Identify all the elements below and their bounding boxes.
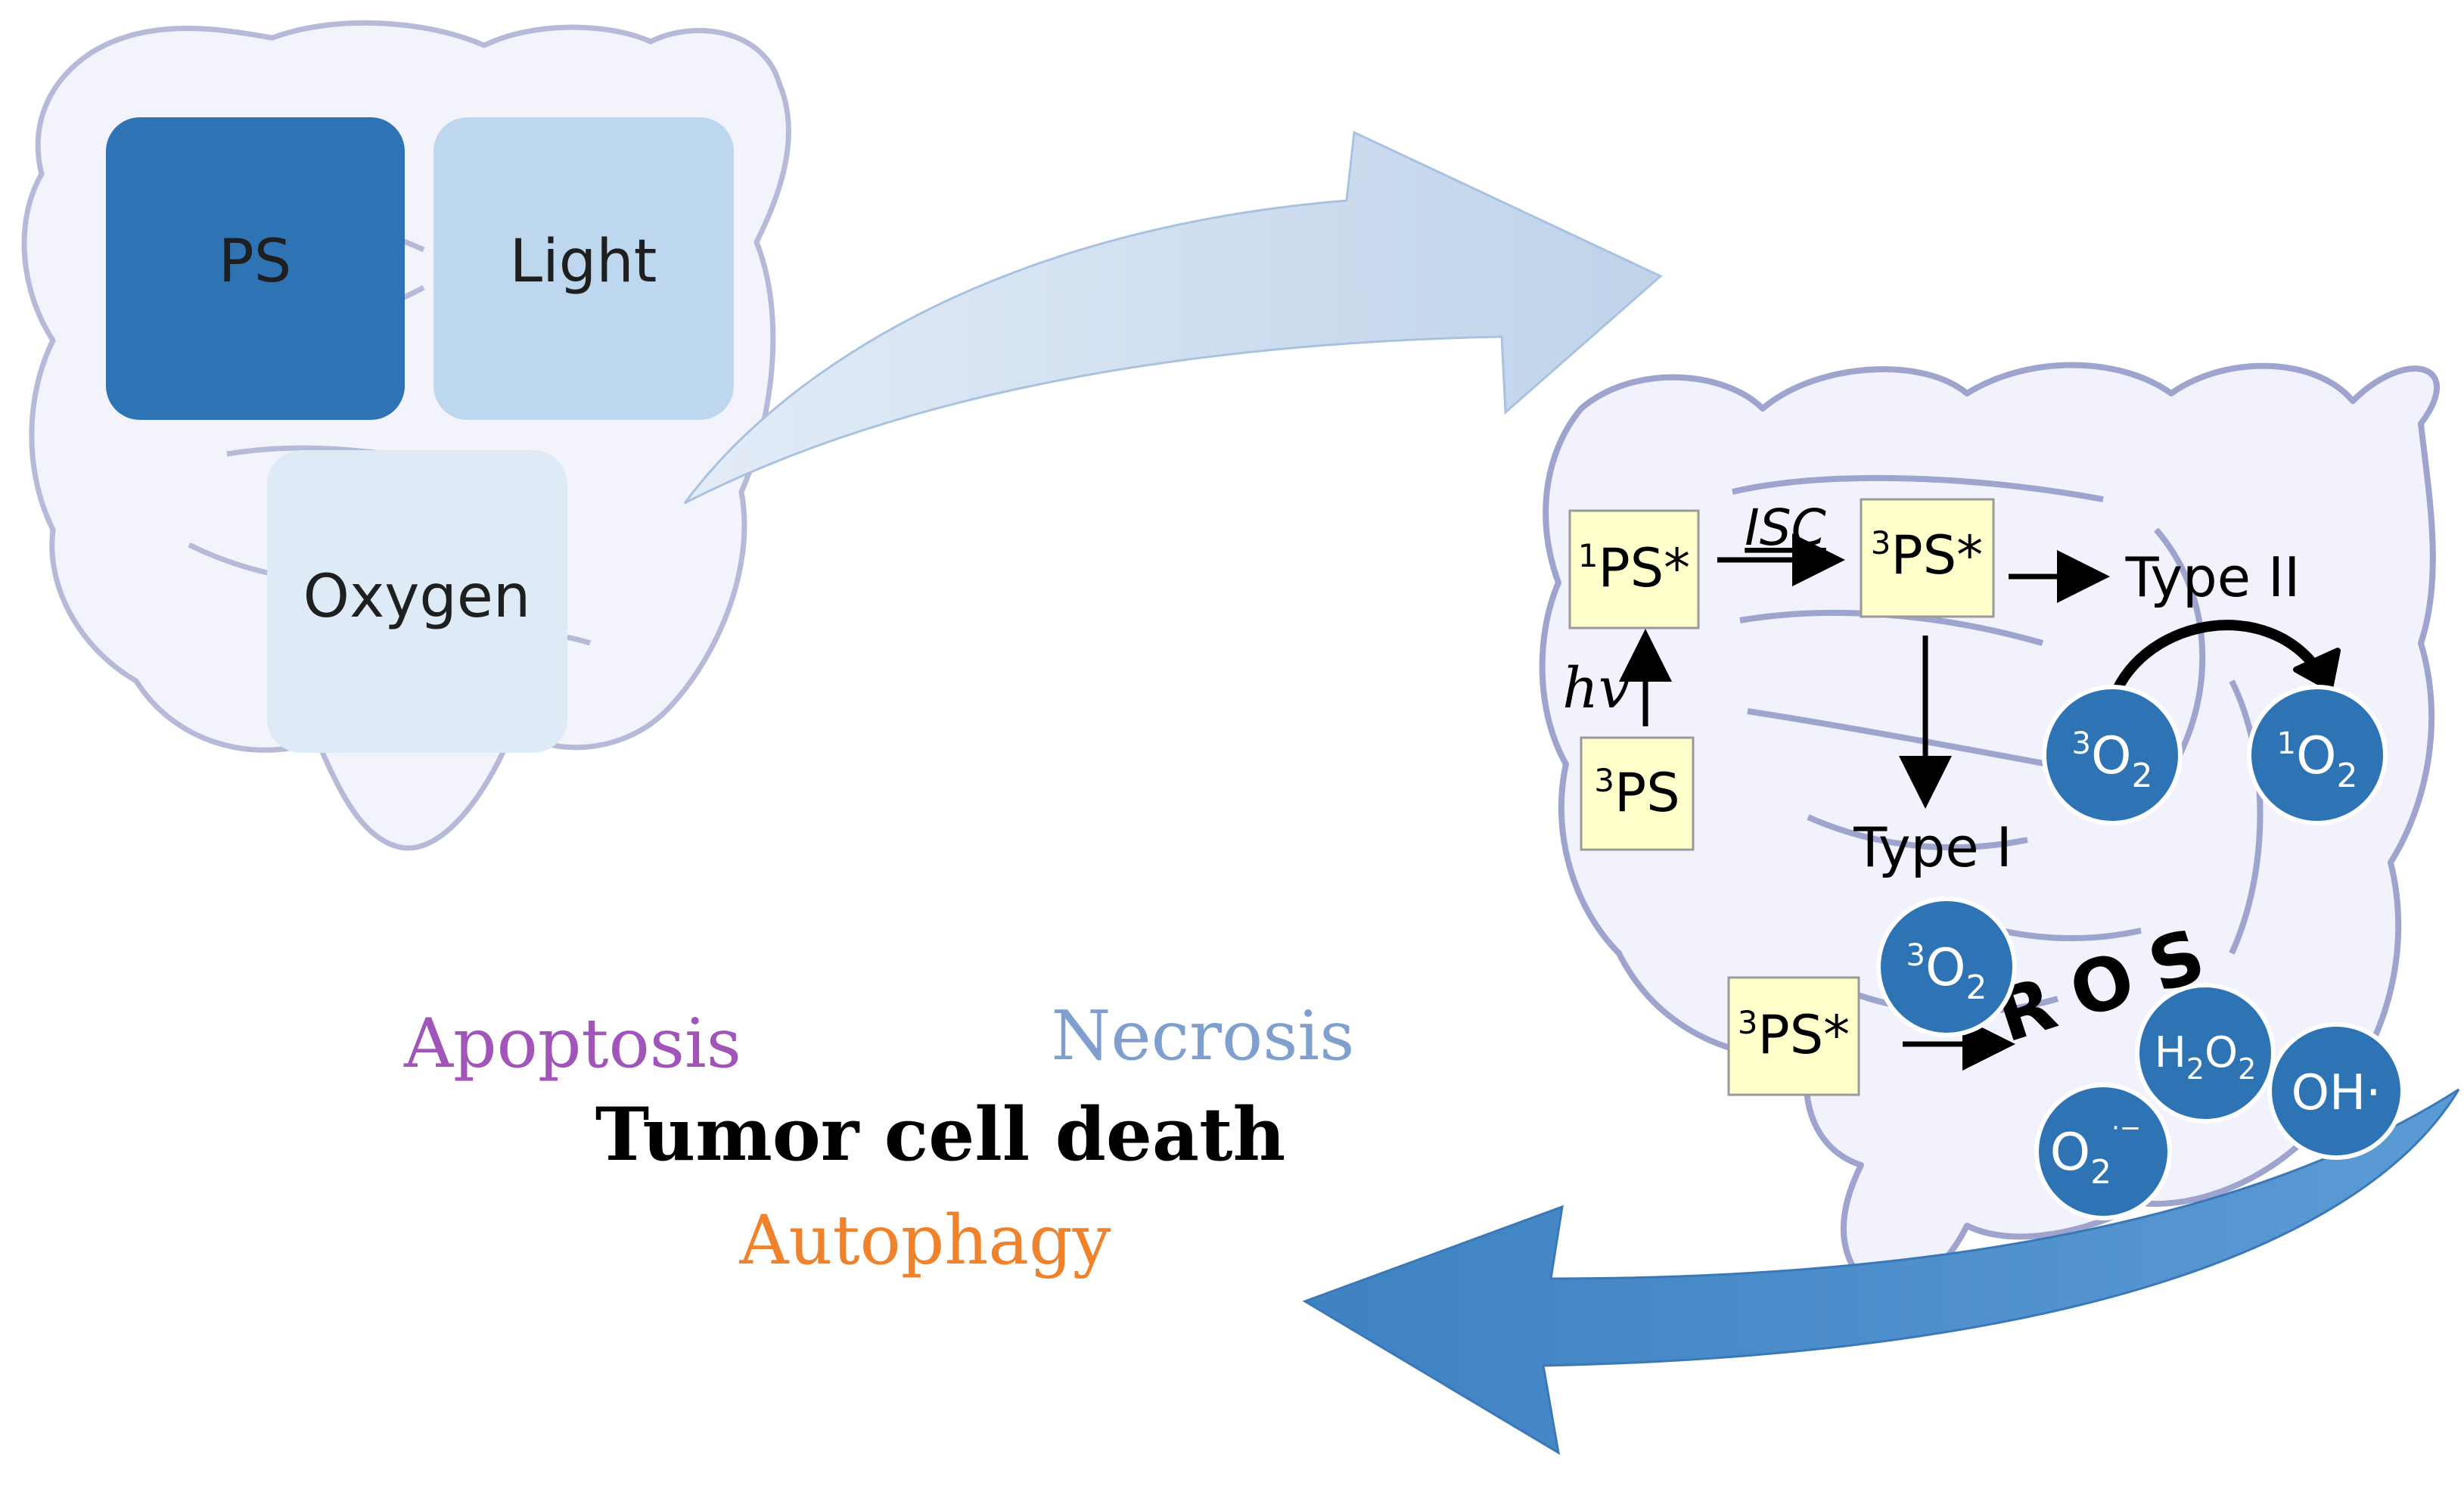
type2-label: Type II [2125, 546, 2301, 609]
svg-text:3O2: 3O2 [1906, 938, 1987, 1007]
svg-text:1O2: 1O2 [2277, 726, 2358, 795]
svg-text:O2·−: O2·− [2050, 1113, 2142, 1192]
hv-label: hv [1562, 656, 1630, 721]
apoptosis-label: Apoptosis [403, 1004, 741, 1083]
ground-ps-label: 3PS [1594, 762, 1679, 824]
triplet-oxygen-b-molecule: 3O2 [1876, 897, 2017, 1037]
triplet-ps-label: 3PS* [1871, 524, 1983, 586]
ps-box [106, 117, 405, 420]
triplet-ps-b-label: 3PS* [1738, 1004, 1850, 1066]
light-label: Light [510, 228, 657, 296]
singlet-ps-box [1568, 509, 1700, 629]
triplet-ps-box [1860, 498, 1995, 618]
triplet-ps-b-box [1727, 976, 1860, 1096]
svg-text:H2O2: H2O2 [2155, 1028, 2257, 1086]
necrosis-label: Necrosis [1052, 996, 1355, 1076]
top-curved-arrow [683, 130, 1663, 505]
tumor-cell-death-label: Tumor cell death [595, 1092, 1285, 1177]
hydrogen-peroxide-molecule: H2O2 [2135, 983, 2276, 1124]
bottom-curved-arrow [1302, 1088, 2460, 1455]
ground-ps-box [1580, 736, 1695, 851]
isc-label: ISC [1745, 499, 1825, 557]
oxygen-label: Oxygen [303, 563, 531, 631]
svg-text:3O2: 3O2 [2072, 726, 2153, 795]
triplet-oxygen-a-molecule: 3O2 [2042, 685, 2183, 825]
ps-label: PS [219, 228, 292, 296]
energy-transfer-arrowhead [2293, 648, 2341, 692]
light-box [433, 117, 734, 420]
singlet-ps-label: 1PS* [1578, 537, 1690, 599]
svg-text:OH·: OH· [2292, 1065, 2382, 1121]
oxygen-box [267, 450, 567, 753]
hydroxyl-radical-molecule: OH· [2267, 1022, 2405, 1160]
energy-transfer-arrow [2105, 620, 2327, 709]
superoxide-molecule: O2·− [2034, 1083, 2172, 1220]
singlet-oxygen-molecule: 1O2 [2247, 685, 2388, 825]
autophagy-label: Autophagy [738, 1201, 1111, 1280]
type1-label: Type I [1853, 816, 2012, 879]
